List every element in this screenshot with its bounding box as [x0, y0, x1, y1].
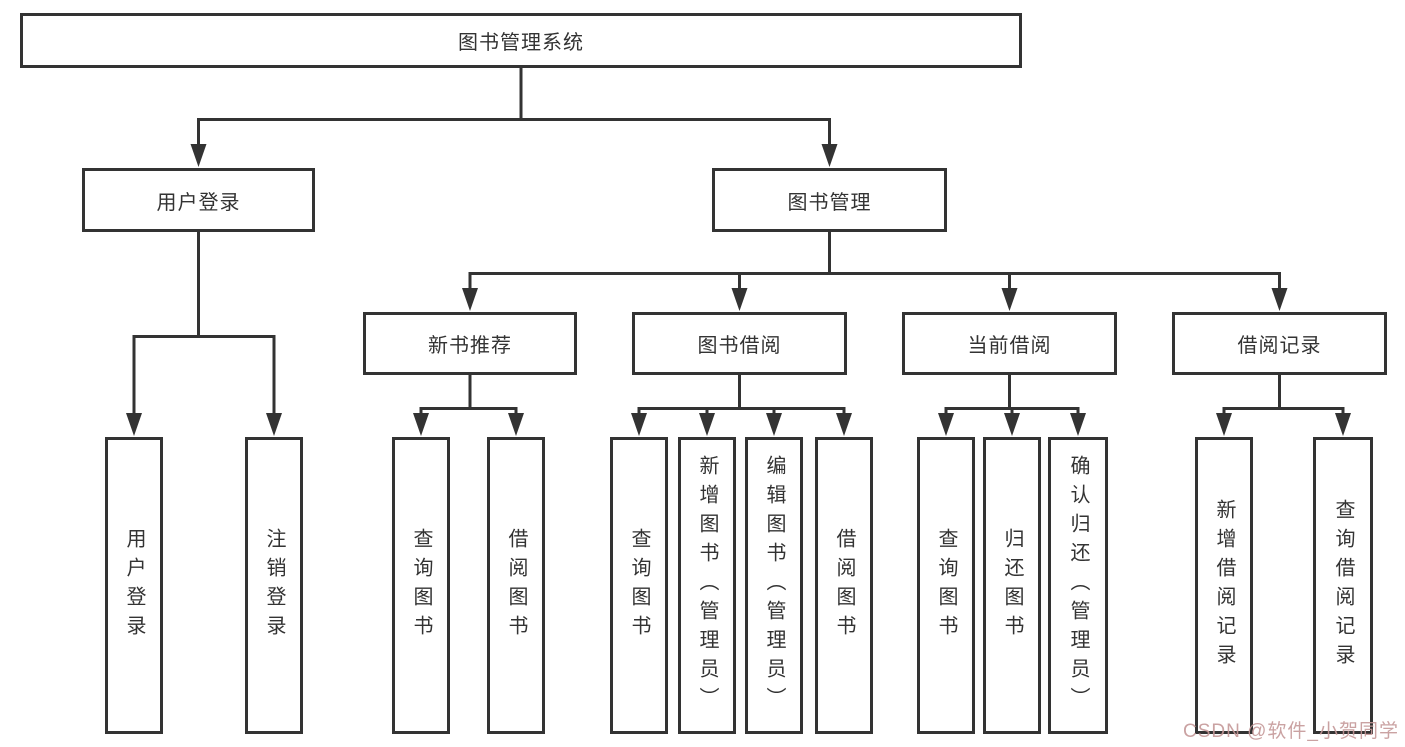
arrowhead-icon: [126, 413, 142, 436]
node-cb-query-books: 查询图书: [917, 437, 975, 734]
node-user-login-action: 用户登录: [105, 437, 163, 734]
node-root: 图书管理系统: [20, 13, 1022, 68]
connector-user-login-to-children: [132, 232, 276, 420]
node-bb-borrow-books: 借阅图书: [815, 437, 873, 734]
node-new-book-recommend: 新书推荐: [363, 312, 577, 375]
node-label: 新增图书（管理员）: [696, 455, 718, 716]
arrowhead-icon: [190, 144, 207, 167]
connector-new-book-recommend-to-children: [419, 375, 518, 419]
arrowhead-icon: [1216, 413, 1232, 436]
node-label: 编辑图书（管理员）: [763, 455, 785, 716]
connector-root-to-level2: [197, 68, 831, 150]
node-bb-add-book-admin: 新增图书（管理员）: [678, 437, 736, 734]
node-nbr-borrow-books: 借阅图书: [487, 437, 545, 734]
arrowhead-icon: [631, 413, 647, 436]
node-label: 归还图书: [1001, 527, 1023, 644]
arrowhead-icon: [1335, 413, 1351, 436]
connector-borrow-records-to-children: [1222, 375, 1345, 419]
arrowhead-icon: [1001, 288, 1018, 311]
arrowhead-icon: [766, 413, 782, 436]
node-book-borrow: 图书借阅: [632, 312, 847, 375]
node-label: 查询借阅记录: [1332, 498, 1354, 673]
node-user-login: 用户登录: [82, 168, 315, 232]
connector-book-borrow-to-children: [637, 375, 846, 419]
node-label: 图书借阅: [697, 335, 782, 357]
node-label: 查询图书: [935, 527, 957, 644]
node-label: 借阅记录: [1237, 335, 1322, 357]
node-br-add-record: 新增借阅记录: [1195, 437, 1253, 734]
node-label: 确认归还（管理员）: [1067, 455, 1089, 716]
node-label: 图书管理: [787, 191, 872, 214]
node-bb-query-books: 查询图书: [610, 437, 668, 734]
arrowhead-icon: [731, 288, 748, 311]
arrowhead-icon: [938, 413, 954, 436]
arrowhead-icon: [266, 413, 282, 436]
node-current-borrow: 当前借阅: [902, 312, 1117, 375]
arrowheads: [126, 144, 1351, 436]
node-label: 用户登录: [156, 191, 241, 214]
connector-current-borrow-to-children: [944, 375, 1080, 419]
arrowhead-icon: [1004, 413, 1020, 436]
arrowhead-icon: [1070, 413, 1086, 436]
node-label: 查询图书: [410, 527, 432, 644]
node-borrow-records: 借阅记录: [1172, 312, 1387, 375]
arrowhead-icon: [821, 144, 838, 167]
node-label: 查询图书: [628, 527, 650, 644]
watermark: CSDN @软件_小贺同学: [1183, 721, 1399, 742]
node-label: 借阅图书: [505, 527, 527, 644]
node-cb-confirm-return-admin: 确认归还（管理员）: [1048, 437, 1108, 734]
node-label: 当前借阅: [967, 335, 1052, 357]
arrowhead-icon: [1271, 288, 1288, 311]
node-label: 新增借阅记录: [1213, 498, 1235, 673]
node-label: 借阅图书: [833, 527, 855, 644]
arrowhead-icon: [699, 413, 715, 436]
node-nbr-query-books: 查询图书: [392, 437, 450, 734]
node-label: 新书推荐: [428, 335, 512, 357]
arrowhead-icon: [462, 288, 478, 311]
node-cb-return-books: 归还图书: [983, 437, 1041, 734]
node-br-query-record: 查询借阅记录: [1313, 437, 1373, 734]
arrowhead-icon: [836, 413, 852, 436]
node-label: 用户登录: [123, 527, 145, 644]
arrowhead-icon: [508, 413, 524, 436]
node-label: 图书管理系统: [458, 32, 584, 54]
node-label: 注销登录: [263, 527, 285, 644]
node-bb-edit-book-admin: 编辑图书（管理员）: [745, 437, 803, 734]
node-book-management: 图书管理: [712, 168, 947, 232]
arrowhead-icon: [413, 413, 429, 436]
connector-book-management-to-children: [468, 232, 1281, 294]
node-logout-action: 注销登录: [245, 437, 303, 734]
